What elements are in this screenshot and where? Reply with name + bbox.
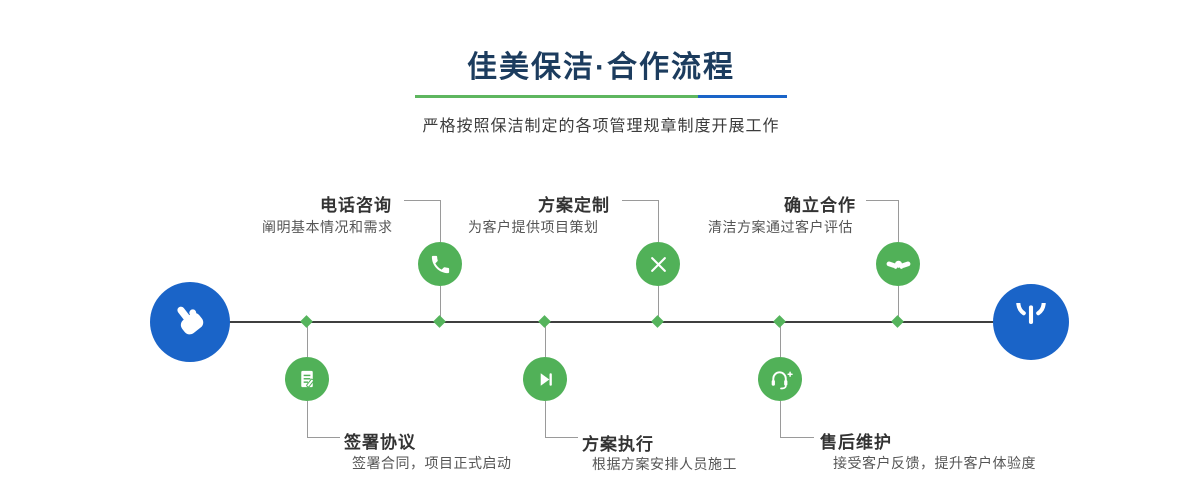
step-desc-execute: 根据方案安排人员施工 [592, 456, 737, 472]
connector-design-h [622, 200, 659, 201]
handshake-icon [886, 260, 910, 269]
diamond-cooperation [891, 315, 904, 328]
step-title-execute: 方案执行 [582, 435, 654, 454]
connector-phone-v [440, 200, 441, 242]
diamond-aftersale [773, 315, 786, 328]
diamond-execute [538, 315, 551, 328]
connector-execute-v [545, 401, 546, 438]
connector-cooperation-h [866, 200, 899, 201]
timeline-line [190, 321, 1031, 323]
connector-cooperation-v [898, 200, 899, 242]
connector-sign-v [307, 401, 308, 438]
step-title-sign: 签署协议 [344, 433, 416, 452]
step-title-aftersale: 售后维护 [820, 433, 892, 452]
step-title-cooperation: 确立合作 [784, 196, 856, 215]
sign-document-icon [300, 370, 314, 387]
stem-aftersale [780, 322, 781, 357]
step-title-phone: 电话咨询 [320, 196, 392, 215]
stem-phone [440, 286, 441, 322]
connector-execute-h [545, 437, 578, 438]
title-underline [415, 95, 787, 98]
pointing-hand-icon [177, 306, 204, 335]
stem-cooperation [898, 286, 899, 322]
connector-phone-h [404, 200, 441, 201]
underline-green-segment [415, 95, 698, 98]
connector-design-v [658, 200, 659, 242]
connector-aftersale-h [780, 437, 814, 438]
step-node-phone [418, 242, 462, 286]
step-node-execute [523, 357, 567, 401]
connector-sign-h [307, 437, 340, 438]
page-subtitle: 严格按照保洁制定的各项管理规章制度开展工作 [422, 118, 780, 135]
design-tools-icon [650, 256, 666, 272]
step-desc-design: 为客户提供项目策划 [468, 219, 599, 235]
diamond-phone [433, 315, 446, 328]
step-title-design: 方案定制 [538, 196, 610, 215]
play-icon [540, 372, 552, 386]
step-desc-aftersale: 接受客户反馈，提升客户体验度 [833, 455, 1036, 471]
headset-icon [771, 370, 793, 389]
step-node-design [636, 242, 680, 286]
stem-design [658, 286, 659, 322]
stem-execute [545, 322, 546, 357]
stem-sign [307, 322, 308, 357]
page-title: 佳美保洁·合作流程 [467, 51, 735, 84]
diamond-design [651, 315, 664, 328]
underline-blue-segment [697, 95, 787, 98]
diamond-sign [300, 315, 313, 328]
step-node-cooperation [876, 242, 920, 286]
connector-aftersale-v [780, 401, 781, 438]
phone-icon [431, 255, 449, 273]
step-desc-phone: 阐明基本情况和需求 [262, 219, 393, 235]
step-node-aftersale [758, 357, 802, 401]
step-desc-cooperation: 清洁方案通过客户评估 [708, 219, 853, 235]
step-node-sign [285, 357, 329, 401]
timeline-start-node [150, 282, 230, 362]
step-desc-sign: 签署合同，项目正式启动 [352, 455, 512, 471]
power-icon [1016, 303, 1046, 325]
timeline-end-node [993, 284, 1069, 360]
